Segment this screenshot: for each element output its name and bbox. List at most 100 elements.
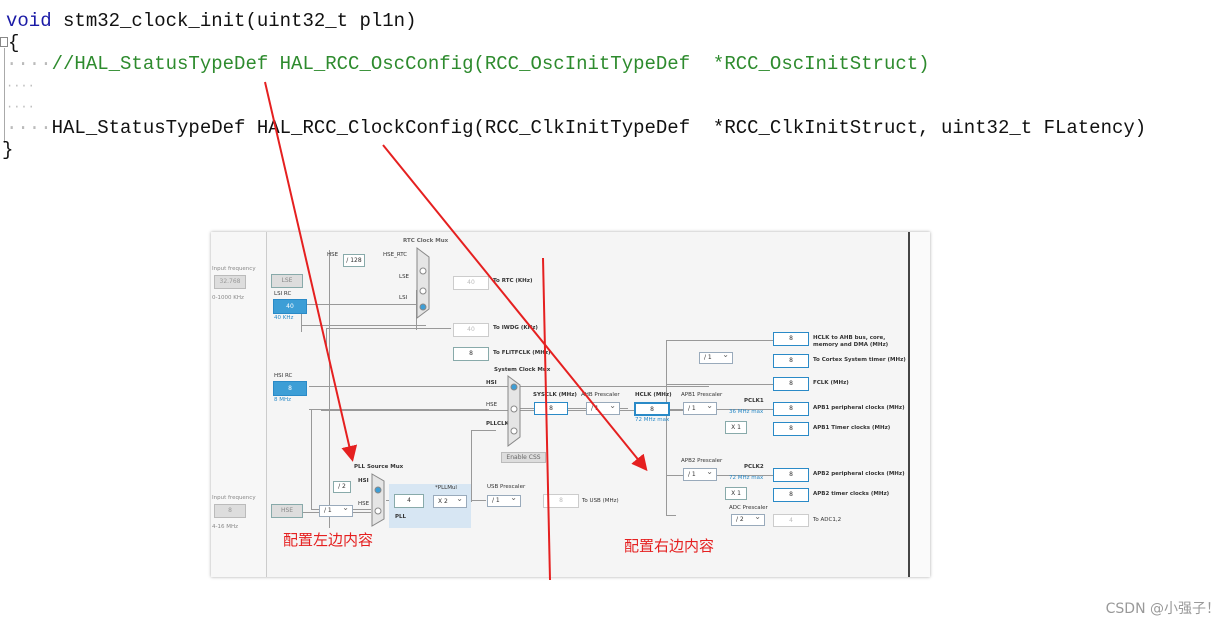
hsi-mhz-label: 8 MHz [274, 397, 292, 403]
apb2-prescaler-select[interactable]: / 1 [683, 466, 717, 481]
code-line-1: void stm32_clock_init(uint32_t pl1n) [6, 10, 416, 32]
annotation-right-content: 配置右边内容 [624, 537, 715, 555]
cortex-timer-div-select[interactable]: / 1 [699, 350, 733, 364]
label-apb2-timer: APB2 timer clocks (MHz) [813, 491, 890, 497]
pll-hsi-tag: HSI [358, 478, 369, 484]
label-hclk-ahb-line2: memory and DMA (MHz) [813, 342, 889, 348]
hsi-rc-block[interactable]: 8 [273, 381, 307, 396]
apb2-timer-multiplier: X 1 [725, 487, 747, 500]
lse-range-label: 0-1000 KHz [212, 295, 244, 301]
label-apb2-peripheral: APB2 peripheral clocks (MHz) [813, 471, 905, 477]
to-rtc-label: To RTC (KHz) [493, 278, 533, 284]
sysclk-value: 8 [534, 402, 568, 415]
pclk2-max-label: 72 MHz max [729, 475, 764, 481]
wire [301, 307, 302, 332]
adc-prescaler-select[interactable]: / 2 [731, 512, 765, 526]
code-line-6: ····HAL_StatusTypeDef HAL_RCC_ClockConfi… [6, 117, 1146, 139]
hse-rtc-tag: HSE_RTC [383, 252, 408, 258]
ahb-prescaler-label: AHB Prescaler [581, 392, 620, 398]
iwdg-output-box: 40 [453, 323, 489, 337]
lsi-rc-block[interactable]: 40 [273, 299, 307, 314]
wire [311, 410, 312, 510]
hse-prediv-select[interactable]: / 1 [319, 503, 353, 517]
output-apb2-timer: 8 [773, 488, 809, 502]
sys-hse-tag: HSE [486, 402, 498, 408]
wire [301, 325, 426, 326]
divider-red-line [542, 257, 551, 581]
code-editor[interactable]: void stm32_clock_init(uint32_t pl1n) { ·… [0, 0, 1230, 200]
wire [281, 304, 416, 305]
wire [309, 409, 489, 410]
pll-input-value: 4 [394, 494, 424, 508]
wire [666, 475, 776, 476]
csdn-watermark: CSDN @小强子！ [1105, 601, 1220, 617]
hse-block[interactable]: HSE [271, 504, 303, 518]
pllmul-select[interactable]: X 2 [433, 493, 467, 508]
output-hclk-ahb: 8 [773, 332, 809, 346]
adc-prescaler-label: ADC Prescaler [729, 505, 768, 511]
output-fclk: 8 [773, 377, 809, 391]
lsi-tag: LSI [399, 295, 408, 301]
to-iwdg-label: To IWDG (KHz) [493, 325, 538, 331]
usb-prescaler-label: USB Prescaler [487, 484, 526, 490]
indent-dots: ···· [6, 53, 52, 75]
to-flitfclk-label: To FLITFCLK (MHz) [493, 350, 551, 356]
hclk-value-input[interactable]: 8 [634, 402, 670, 416]
indent-dots: ···· [6, 117, 52, 139]
apb1-prescaler-label: APB1 Prescaler [681, 392, 723, 398]
pllmul-label: *PLLMul [435, 485, 457, 491]
system-clock-mux-title: System Clock Mux [494, 367, 551, 373]
wire [471, 430, 496, 431]
usb-prescaler-select[interactable]: / 1 [487, 493, 521, 507]
output-apb2-peripheral: 8 [773, 468, 809, 482]
pclk2-label: PCLK2 [744, 464, 764, 470]
pll-hse-tag: HSE [358, 501, 370, 507]
wire [666, 340, 776, 341]
code-line-2: { [8, 32, 20, 54]
enable-css-button[interactable]: Enable CSS [501, 452, 546, 463]
clock-config-call: HAL_StatusTypeDef HAL_RCC_ClockConfig(RC… [51, 117, 1147, 139]
wire [518, 408, 628, 409]
lse-block[interactable]: LSE [271, 274, 303, 288]
comment-osc-config: //HAL_StatusTypeDef HAL_RCC_OscConfig(RC… [51, 53, 930, 75]
wire [329, 250, 330, 528]
hsi-rc-label: HSI RC [274, 373, 293, 379]
label-cortex-timer: To Cortex System timer (MHz) [813, 357, 906, 363]
wire [471, 430, 472, 502]
hse-div128-box: / 128 [343, 254, 365, 267]
rtc-clock-mux-title: RTC Clock Mux [403, 238, 449, 244]
wire [666, 409, 776, 410]
output-cortex-timer: 8 [773, 354, 809, 368]
label-apb1-peripheral: APB1 peripheral clocks (MHz) [813, 405, 905, 411]
lse-tag: LSE [399, 274, 410, 280]
hse-frequency-input[interactable]: 8 [214, 504, 246, 518]
output-apb1-peripheral: 8 [773, 402, 809, 416]
code-line-3: ····//HAL_StatusTypeDef HAL_RCC_OscConfi… [6, 53, 930, 75]
pll-source-mux-shape[interactable] [371, 473, 385, 527]
apb1-prescaler-select[interactable]: / 1 [683, 400, 717, 415]
panel-divider [908, 232, 910, 577]
scrollbar-area[interactable] [910, 232, 930, 577]
hse-range-label: 4-16 MHz [212, 524, 238, 530]
code-line-7: } [2, 139, 14, 161]
adc-output-box: 4 [773, 514, 809, 527]
lse-frequency-input[interactable]: 32.768 [214, 275, 246, 289]
arrow-osc-to-pll [264, 81, 358, 462]
input-panel [211, 232, 267, 577]
wire [666, 384, 776, 385]
apb2-prescaler-label: APB2 Prescaler [681, 458, 723, 464]
hsi-div2-box: / 2 [333, 481, 351, 493]
function-signature: stm32_clock_init(uint32_t pl1n) [51, 10, 417, 32]
sys-pllclk-tag: PLLCLK [486, 421, 509, 427]
annotation-left-content: 配置左边内容 [283, 531, 374, 549]
wire [326, 328, 451, 329]
hclk-max-label: 72 MHz max [635, 417, 670, 423]
fold-toggle-icon[interactable] [0, 37, 8, 47]
lse-input-frequency-label: Input frequency [212, 266, 256, 272]
rtc-mux-shape[interactable] [416, 247, 430, 319]
to-usb-label: To USB (MHz) [582, 498, 619, 504]
system-clock-mux-shape[interactable] [507, 375, 521, 447]
hclk-label: HCLK (MHz) [635, 392, 672, 398]
wire [666, 515, 676, 516]
label-fclk: FCLK (MHz) [813, 380, 849, 386]
